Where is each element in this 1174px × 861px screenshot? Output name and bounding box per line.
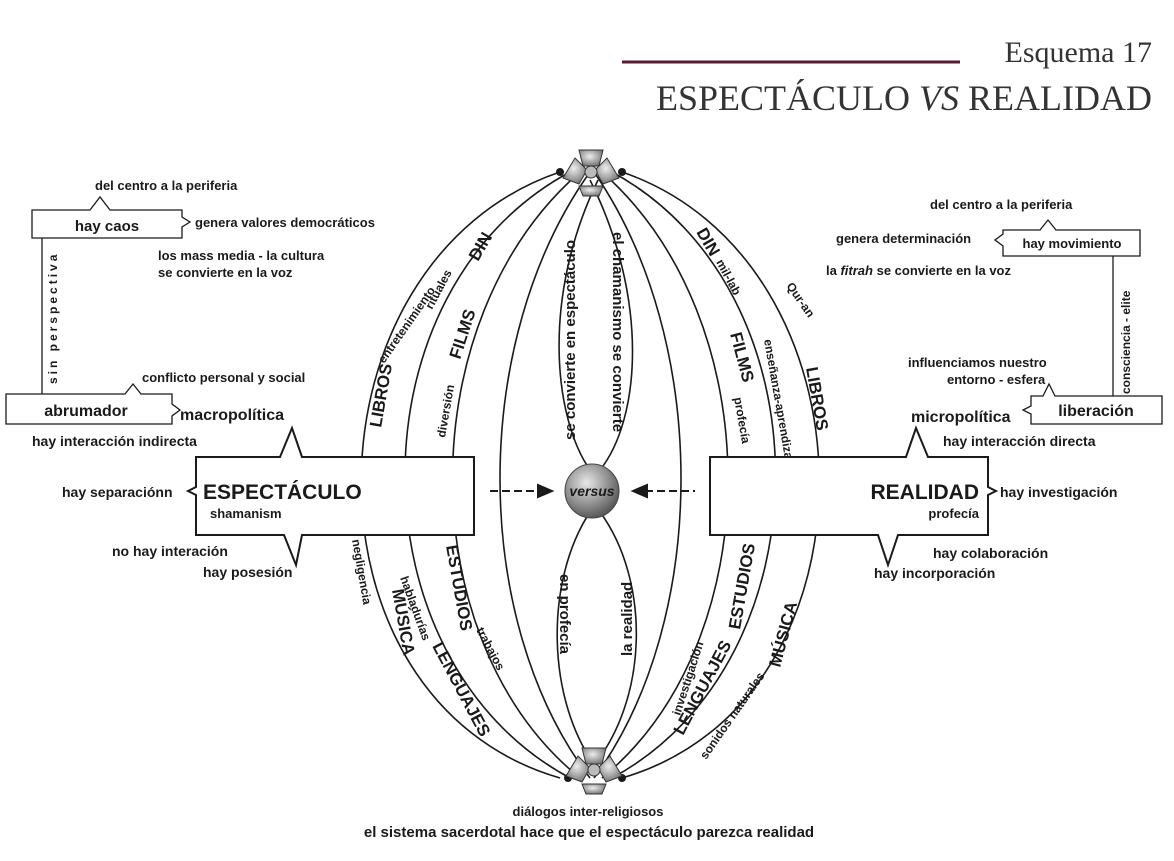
abrumador-above: conflicto personal y social bbox=[142, 370, 305, 385]
colaboracion-label: hay colaboración bbox=[933, 545, 1048, 561]
right-innermost-arc bbox=[593, 171, 682, 779]
movimiento-label: hay movimiento bbox=[1023, 236, 1122, 251]
posesion-label: hay posesión bbox=[203, 564, 292, 580]
caos-above: del centro a la periferia bbox=[95, 178, 238, 193]
caos-label: hay caos bbox=[75, 218, 139, 235]
investigacion-label: hay investigación bbox=[1000, 484, 1117, 500]
arc-label-milflab: mil-lab bbox=[713, 257, 744, 298]
top-emblem-icon bbox=[562, 149, 620, 197]
influenciamos-2: entorno - esfera bbox=[947, 372, 1046, 387]
inner-text-ul: se convierte en espectáculo bbox=[562, 240, 579, 440]
caos-below-2: se convierte en la voz bbox=[158, 265, 293, 280]
interaccion-indirecta: hay interacción indirecta bbox=[32, 433, 197, 449]
micropolitica-label: micropolítica bbox=[911, 409, 1011, 426]
abrumador-label: abrumador bbox=[44, 403, 128, 420]
arc-label-profecia-arc: profecía bbox=[731, 396, 753, 445]
left-panel: hay caos del centro a la periferia gener… bbox=[5, 178, 475, 580]
arrow-head bbox=[630, 483, 648, 499]
arc-label-negligencia: negligencia bbox=[349, 538, 374, 606]
espectaculo-sub: shamanism bbox=[210, 506, 282, 521]
determinacion-label: genera determinación bbox=[836, 231, 971, 246]
liberacion-label: liberación bbox=[1058, 403, 1134, 420]
header: Esquema 17 ESPECTÁCULO VS REALIDAD bbox=[622, 36, 1152, 118]
inner-text-ur: el chamanismo se convierte bbox=[609, 232, 626, 432]
separacion-label: hay separaciónn bbox=[62, 484, 173, 500]
fitrah-line: la fitrah se convierte en la voz bbox=[826, 263, 1011, 278]
arc-label-libros-left: LIBROS bbox=[366, 362, 396, 429]
arc-label-films-left: FILMS bbox=[446, 307, 480, 361]
movimiento-above: del centro a la periferia bbox=[930, 197, 1073, 212]
center-strand-ll bbox=[556, 511, 599, 771]
caos-below-1: los mass media - la cultura bbox=[158, 248, 325, 263]
center-strand-lr bbox=[589, 511, 638, 771]
node-dot bbox=[556, 168, 564, 176]
arrow-head bbox=[537, 483, 555, 499]
versus-label: versus bbox=[569, 483, 614, 499]
realidad-title: REALIDAD bbox=[871, 481, 980, 504]
page-title: ESPECTÁCULO VS REALIDAD bbox=[656, 78, 1152, 118]
footer: diálogos inter-religiosos el sistema sac… bbox=[364, 804, 814, 841]
realidad-sub: profecía bbox=[928, 506, 979, 521]
caos-right: genera valores democráticos bbox=[195, 215, 375, 230]
arc-label-musica-right: MÚSICA bbox=[766, 599, 802, 669]
sin-perspectiva-label: sin perspectiva bbox=[46, 252, 60, 384]
espectaculo-box bbox=[185, 425, 475, 569]
arc-label-ensenanza: enseñanza-aprendizaje bbox=[761, 338, 798, 470]
espectaculo-title: ESPECTÁCULO bbox=[203, 481, 362, 504]
interaccion-directa: hay interacción directa bbox=[943, 433, 1096, 449]
arc-label-estudios-right: ESTUDIOS bbox=[725, 542, 759, 631]
arc-gap bbox=[358, 462, 370, 530]
arc-label-estudios-left: ESTUDIOS bbox=[442, 543, 476, 632]
center-strand-ul bbox=[558, 179, 599, 471]
arc-label-trabajos: trabajos bbox=[473, 625, 507, 673]
footer-line-1: diálogos inter-religiosos bbox=[513, 804, 664, 819]
inner-text-ll: en profecía bbox=[556, 574, 573, 655]
inner-text-lr: la realidad bbox=[619, 582, 636, 656]
versus-arrows bbox=[490, 483, 695, 499]
arc-label-diversion: diversión bbox=[434, 384, 457, 439]
consciencia-label: consciencia - elite bbox=[1119, 290, 1133, 394]
center-strand-ur bbox=[589, 179, 634, 471]
macropolitica-label: macropolítica bbox=[180, 407, 284, 424]
arc-gap bbox=[820, 462, 832, 530]
no-interacion: no hay interación bbox=[112, 543, 228, 559]
liberacion-box bbox=[1021, 382, 1163, 425]
incorporacion-label: hay incorporación bbox=[874, 565, 995, 581]
abrumador-box bbox=[5, 382, 182, 425]
realidad-box bbox=[709, 425, 999, 569]
versus-sphere-icon: versus bbox=[564, 463, 620, 519]
arc-label-films-right: FILMS bbox=[726, 330, 758, 384]
arc-label-quran: Qur-an bbox=[784, 280, 818, 320]
left-innermost-arc bbox=[499, 171, 591, 779]
caos-box bbox=[31, 195, 192, 239]
movimiento-box bbox=[993, 218, 1141, 257]
influenciamos-1: influenciamos nuestro bbox=[908, 355, 1047, 370]
esquema-label: Esquema 17 bbox=[1005, 36, 1152, 69]
right-panel: del centro a la periferia hay movimiento… bbox=[709, 197, 1163, 581]
arc-label-libros-right: LIBROS bbox=[802, 365, 832, 432]
footer-line-2: el sistema sacerdotal hace que el espect… bbox=[364, 824, 814, 841]
node-dot bbox=[618, 168, 626, 176]
bottom-emblem-icon bbox=[565, 747, 623, 795]
